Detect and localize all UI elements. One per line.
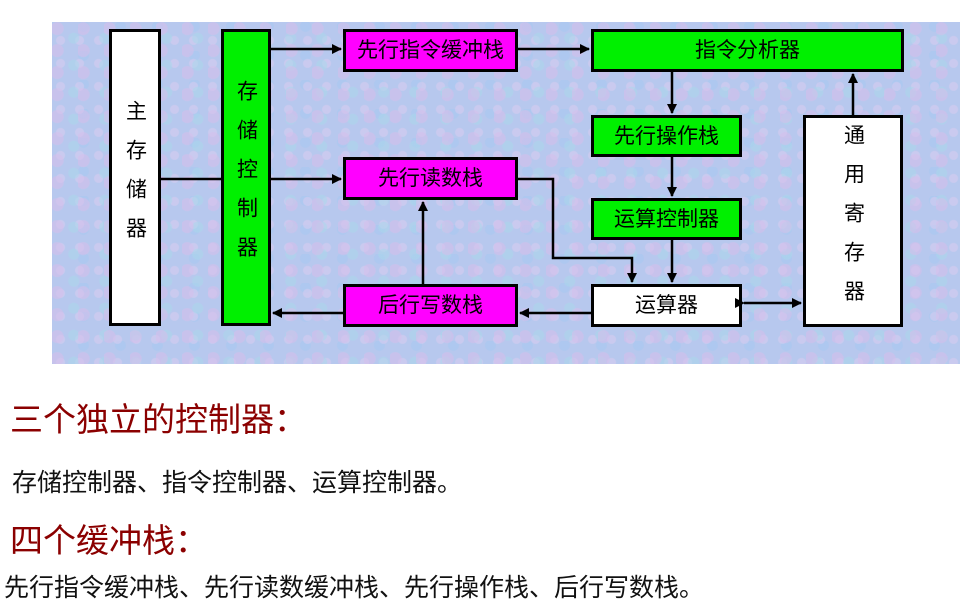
prefetch-operand-stack-box: 先行操作栈 (591, 115, 742, 157)
prefetch-instruction-buffer-box: 先行指令缓冲栈 (343, 29, 518, 72)
instruction-analyzer-label: 指令分析器 (695, 38, 800, 62)
arithmetic-controller-box: 运算控制器 (591, 198, 742, 240)
alu-box: 运算器 (591, 284, 742, 327)
prefetch-read-stack-label: 先行读数栈 (378, 166, 483, 190)
general-registers-label: 通用寄存器 (841, 123, 866, 319)
buffer-stacks-list: 先行指令缓冲栈、先行读数缓冲栈、先行操作栈、后行写数栈。 (4, 573, 705, 602)
controllers-list: 存储控制器、指令控制器、运算控制器。 (12, 468, 463, 497)
post-write-stack-label: 后行写数栈 (378, 293, 483, 317)
prefetch-read-stack-box: 先行读数栈 (343, 157, 518, 200)
alu-label: 运算器 (635, 293, 698, 317)
instruction-analyzer-box: 指令分析器 (591, 29, 904, 72)
prefetch-instruction-buffer-label: 先行指令缓冲栈 (357, 38, 504, 62)
prefetch-operand-stack-label: 先行操作栈 (614, 123, 719, 148)
main-memory-label: 主存储器 (123, 99, 148, 256)
storage-controller-label: 存储控制器 (234, 80, 259, 275)
arithmetic-controller-label: 运算控制器 (614, 206, 719, 231)
storage-controller-box: 存储控制器 (221, 29, 271, 326)
section-heading-controllers: 三个独立的控制器： (10, 400, 307, 439)
general-registers-box: 通用寄存器 (803, 115, 903, 327)
main-memory-box: 主存储器 (109, 29, 161, 326)
post-write-stack-box: 后行写数栈 (343, 284, 518, 327)
section-heading-buffer-stacks: 四个缓冲栈： (10, 521, 208, 560)
